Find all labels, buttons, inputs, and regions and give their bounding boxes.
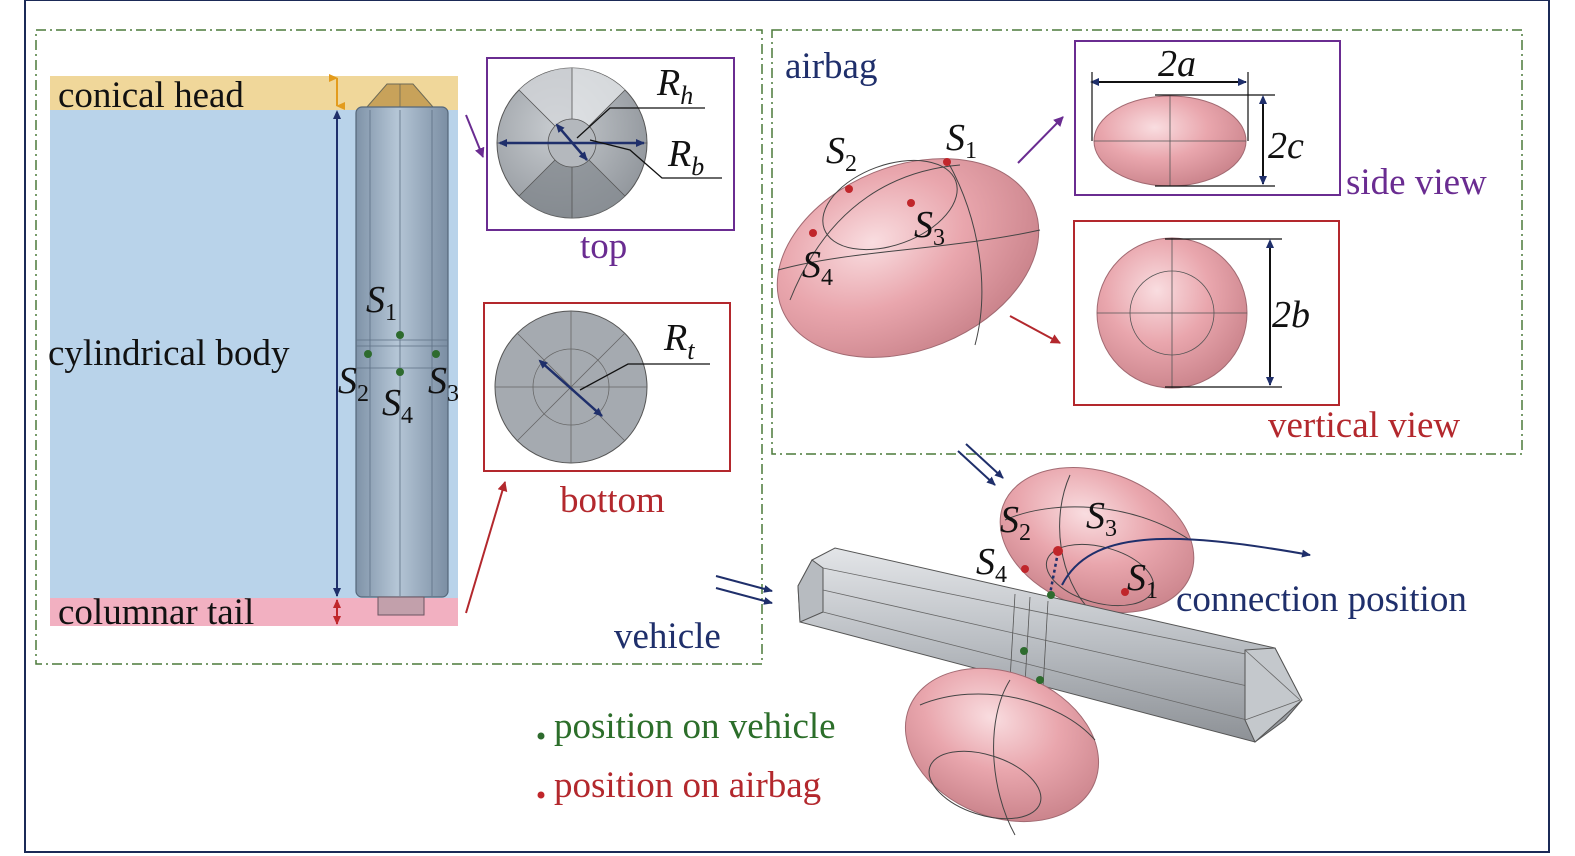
columnar-tail-label: columnar tail (58, 592, 254, 633)
assembly-airbag-s4-dot (1021, 565, 1029, 573)
vehicle-point-s4-label: S4 (382, 382, 413, 429)
side-view (1074, 40, 1341, 196)
incoming-flow-arrows-left (715, 575, 773, 605)
top-view-arrow (465, 114, 485, 158)
assembly-vehicle-s1-dot (1047, 591, 1055, 599)
assembly-airbag-s1-dot (1121, 588, 1129, 596)
assembly-vehicle (797, 547, 1303, 743)
airbag-3d-model (776, 158, 1041, 358)
vertical-view (1073, 220, 1340, 406)
side-view-caption: side view (1346, 162, 1487, 203)
vehicle-point-s2-dot (364, 350, 372, 358)
cylindrical-body-label: cylindrical body (48, 333, 290, 374)
top-view (486, 57, 735, 231)
airbag-point-s1-dot (943, 158, 951, 166)
airbag-point-s2-dot (845, 185, 853, 193)
vehicle-point-s1-label: S1 (366, 279, 397, 326)
side-view-arrow (1017, 116, 1064, 164)
assembly-vehicle-s3-dot (1036, 676, 1044, 684)
legend-vehicle-label: position on vehicle (554, 706, 836, 747)
vehicle-label: vehicle (614, 616, 721, 657)
airbag-point-s1-label: S1 (946, 117, 977, 164)
side-view-dim-a: 2a (1158, 43, 1196, 85)
legend-airbag-dot (537, 791, 545, 799)
vehicle-vertical-model (355, 83, 449, 616)
assembly-point-s4-label: S4 (976, 541, 1007, 588)
vehicle-point-s4-dot (396, 368, 404, 376)
side-view-dim-c: 2c (1268, 125, 1304, 167)
legend-vehicle-dot (537, 732, 545, 740)
airbag-point-s3-label: S3 (914, 204, 945, 251)
bottom-view-rt-label: Rt (663, 317, 695, 365)
bottom-view-arrow (465, 481, 508, 614)
assembly-point-s2-label: S2 (1000, 499, 1031, 546)
bottom-view (483, 302, 731, 472)
vehicle-point-s1-dot (396, 331, 404, 339)
vertical-view-dim-b: 2b (1272, 294, 1310, 336)
assembly-lower-airbag (904, 667, 1100, 836)
vertical-view-caption: vertical view (1268, 405, 1460, 446)
vehicle-point-s3-dot (432, 350, 440, 358)
vertical-view-arrow (1009, 315, 1061, 344)
assembly-point-s1-label: S1 (1127, 557, 1158, 604)
airbag-point-s3-dot (907, 199, 915, 207)
legend-airbag-label: position on airbag (554, 765, 821, 806)
bottom-view-caption: bottom (560, 480, 665, 521)
conical-head-label: conical head (58, 75, 244, 116)
vehicle-point-s2-label: S2 (338, 360, 369, 407)
assembly-point-s3-label: S3 (1086, 495, 1117, 542)
assembly-airbag-s2-dot (1053, 546, 1063, 556)
airbag-panel-box (771, 29, 1523, 455)
top-view-rh-label: Rh (656, 62, 693, 110)
top-view-rb-label: Rb (667, 133, 704, 181)
connection-position-label: connection position (1176, 579, 1467, 620)
airbag-point-s4-dot (809, 229, 817, 237)
assembly-vehicle-s2-dot (1020, 647, 1028, 655)
connection-pointer-arrow (1061, 537, 1311, 586)
vehicle-point-s3-label: S3 (428, 360, 459, 407)
airbag-label: airbag (785, 46, 877, 87)
top-view-caption: top (580, 226, 627, 267)
airbag-point-s2-label: S2 (826, 130, 857, 177)
airbag-point-s4-label: S4 (802, 244, 833, 291)
figure-frame (24, 0, 1550, 853)
vehicle-panel-box (35, 29, 763, 665)
incoming-flow-arrows-top (957, 443, 1004, 486)
connection-dotted-line (1048, 551, 1060, 595)
